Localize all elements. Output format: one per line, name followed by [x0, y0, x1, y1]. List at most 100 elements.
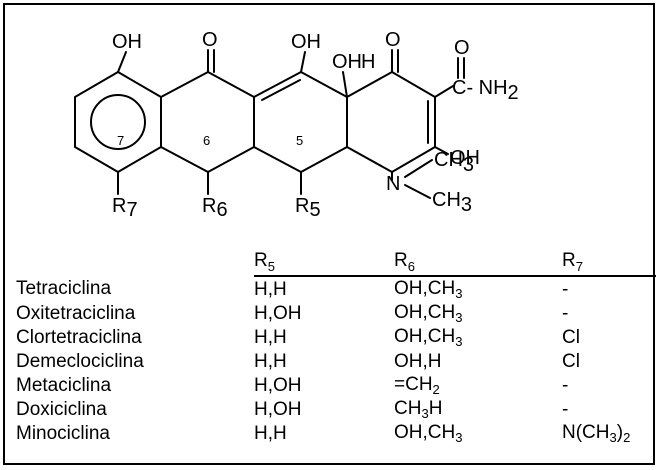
tetracycline-structure: OH O OH OH H O O C- NH2 OH 7 6 5 R7 R6 R…	[74, 29, 519, 221]
text-part: )	[616, 421, 624, 443]
label-oh-ring-d: OH	[450, 147, 480, 169]
table-row: Doxiciclina H,OH CH3H -	[16, 397, 656, 421]
compound-name: Tetraciclina	[16, 278, 112, 299]
ring-c-bonds	[253, 71, 348, 173]
label-pos-5: 5	[296, 133, 303, 148]
bond-n-ch3-bottom	[404, 184, 431, 199]
table-row: Demeclociclina H,H OH,H Cl	[16, 349, 656, 373]
r7-value: -	[562, 397, 656, 421]
label-ch3-top: CH3	[434, 149, 474, 176]
subscript: 2	[432, 381, 440, 397]
header-base: R	[562, 250, 576, 272]
header-base: R	[254, 250, 268, 272]
text-part: =CH	[394, 373, 433, 395]
subscript: 3	[455, 429, 463, 445]
label-n: N	[386, 173, 400, 195]
r5-value: H,H	[254, 278, 287, 300]
r6-value: OH,CH3	[394, 325, 562, 349]
r7-value: -	[562, 301, 656, 325]
bond-a-oh	[117, 51, 127, 73]
r5-value: H,OH	[254, 374, 302, 396]
compound-name: Minociclina	[16, 422, 110, 444]
text-part: OH,CH	[394, 421, 456, 443]
label-o-ring-d: O	[385, 29, 401, 51]
r6-value: OH,CH3	[394, 301, 562, 325]
label-o-ring-b: O	[202, 29, 218, 51]
label-r7: R7	[112, 195, 138, 221]
label-r5: R5	[295, 195, 321, 221]
text-part: -	[562, 398, 569, 420]
r6-value: OH,CH3	[394, 276, 562, 301]
subscript: 3	[421, 405, 429, 421]
bond-c-oh	[300, 51, 306, 73]
r7-value: -	[562, 276, 656, 301]
text-part: -	[562, 302, 569, 324]
aromatic-circle	[90, 94, 146, 150]
compound-name: Demeclociclina	[16, 350, 144, 372]
r6-value: =CH2	[394, 373, 562, 397]
text-part: N(CH	[562, 421, 610, 443]
bond-d-amide	[434, 85, 454, 98]
label-oh-mid: OH	[291, 31, 321, 53]
text-part: Cl	[562, 350, 580, 372]
label-o-amide: O	[454, 37, 470, 59]
label-r6: R6	[202, 195, 228, 221]
r5-value: H,H	[254, 326, 287, 348]
r5-value: H,H	[254, 350, 287, 372]
r7-value: N(CH3)2	[562, 421, 656, 445]
subscript: 3	[455, 285, 463, 301]
header-r6: R6	[394, 247, 562, 277]
bond-c-double	[261, 79, 301, 101]
label-pos-6: 6	[203, 133, 210, 148]
label-h-junction: H	[361, 51, 375, 73]
compound-name: Clortetraciclina	[16, 326, 142, 348]
text-part: CH	[394, 397, 422, 419]
ring-a-bonds	[74, 71, 162, 173]
r5-value: H,OH	[254, 398, 302, 420]
bond-d-oh-junction	[342, 71, 348, 98]
r7-value: Cl	[562, 325, 656, 349]
text-part: H	[428, 397, 443, 419]
text-part: OH,H	[394, 350, 442, 372]
figure-border	[3, 3, 655, 465]
table-header-row: R5 R6 R7	[16, 247, 656, 277]
text-part: Cl	[562, 326, 580, 348]
label-ch3-bottom: CH3	[432, 189, 472, 216]
r6-value: OH,CH3	[394, 421, 562, 445]
bond-n-ch3-top	[404, 159, 433, 178]
text-part: OH,CH	[394, 325, 456, 347]
compound-name: Oxitetraciclina	[16, 302, 136, 324]
compound-name: Doxiciclina	[16, 398, 107, 420]
label-amide: C- NH2	[452, 77, 519, 104]
compound-name: Metaciclina	[16, 374, 112, 396]
header-r7: R7	[562, 247, 656, 277]
ring-d-bonds	[346, 71, 436, 173]
text-part: -	[562, 374, 569, 396]
subscript: 2	[623, 429, 631, 445]
r6-value: OH,H	[394, 349, 562, 373]
text-part: -	[562, 278, 569, 300]
header-base: R	[394, 250, 408, 272]
header-sub: 6	[407, 259, 415, 274]
r5-value: H,H	[254, 422, 287, 444]
header-sub: 7	[575, 259, 583, 274]
text-part: OH,CH	[394, 277, 456, 299]
label-oh-left: OH	[112, 31, 142, 53]
label-oh-junction: OH	[332, 51, 362, 73]
header-r5: R5	[254, 247, 394, 277]
r7-value: Cl	[562, 349, 656, 373]
ring-b-bonds	[160, 71, 255, 173]
subscript: 3	[455, 333, 463, 349]
label-pos-7: 7	[117, 133, 124, 148]
subscript: 3	[609, 429, 617, 445]
header-sub: 5	[267, 259, 275, 274]
r7-value: -	[562, 373, 656, 397]
